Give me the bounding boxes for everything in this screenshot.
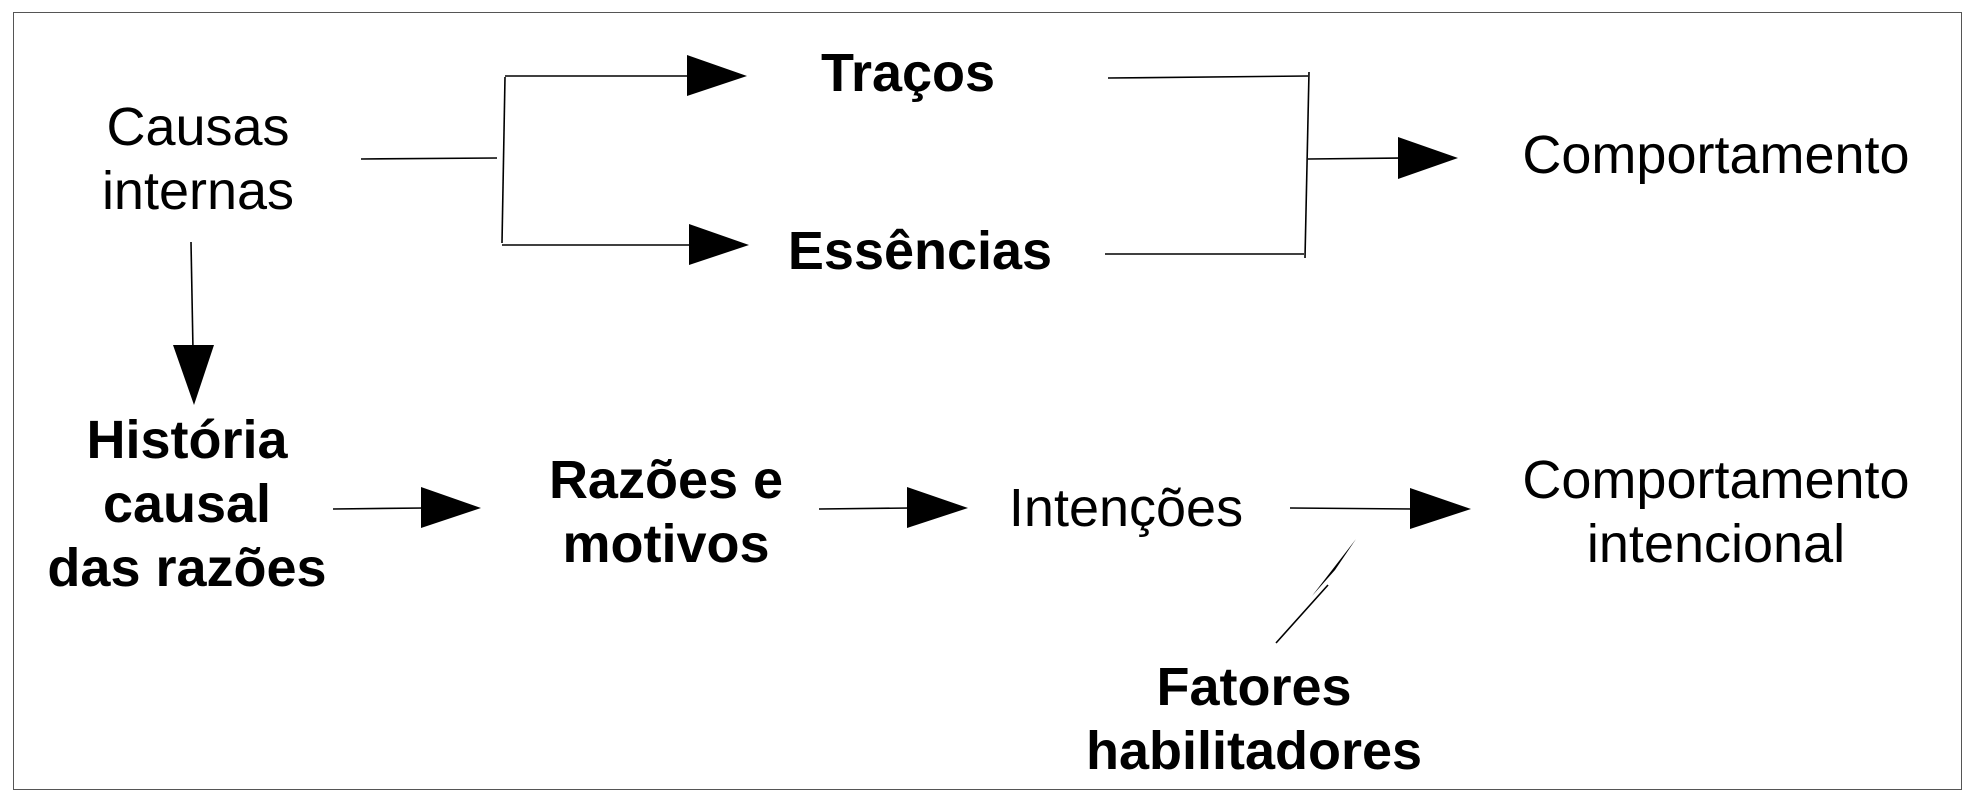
connector-causas-stub (360, 157, 498, 160)
arrow-to-historia-head (173, 345, 214, 405)
causas-internas-line-2: internas (101, 161, 295, 221)
connector-tracos-out (1107, 75, 1309, 79)
arrow-to-comportamento-head (1398, 137, 1458, 179)
tracos-line-1: Traços (820, 43, 996, 103)
node-tracos: Traços (780, 41, 1036, 105)
comportamento-intencional-line-2: intencional (1586, 514, 1846, 574)
arrow-to-comportamento-line (1307, 157, 1403, 160)
arrow-fatores-line (1275, 584, 1329, 644)
arrow-to-intencoes-head (907, 487, 968, 528)
intencoes-line-1: Intenções (1008, 478, 1244, 538)
arrow-to-comportamento-intencional-head (1410, 488, 1471, 529)
arrow-to-comportamento-intencional-line (1289, 507, 1415, 510)
comportamento-line-1: Comportamento (1522, 125, 1910, 185)
historia-causal-line-2: causal (102, 474, 272, 534)
node-comportamento: Comportamento (1500, 123, 1932, 187)
arrow-fatores-head (1312, 539, 1356, 596)
historia-causal-line-1: História (86, 410, 288, 470)
node-intencoes: Intenções (990, 476, 1262, 540)
arrow-to-intencoes-line (818, 507, 912, 510)
razoes-motivos-line-2: motivos (562, 514, 770, 574)
essencias-line-1: Essências (787, 221, 1053, 281)
fatores-habilitadores-line-1: Fatores (1156, 657, 1352, 717)
arrow-to-tracos-head (687, 55, 747, 96)
arrow-to-razoes-line (332, 507, 426, 510)
comportamento-intencional-line-1: Comportamento (1522, 450, 1910, 510)
node-essencias: Essências (760, 219, 1080, 283)
causas-internas-line-1: Causas (106, 97, 290, 157)
arrow-to-essencias-head (689, 224, 749, 265)
arrow-to-razoes-head (421, 487, 481, 528)
connector-split-vertical (501, 76, 506, 244)
historia-causal-line-3: das razões (47, 538, 327, 598)
razoes-motivos-line-1: Razões e (548, 450, 784, 510)
connector-join-vertical (1304, 71, 1310, 259)
diagram-frame (13, 12, 1962, 790)
fatores-habilitadores-line-2: habilitadores (1085, 721, 1423, 781)
arrow-to-historia-line (190, 241, 194, 351)
